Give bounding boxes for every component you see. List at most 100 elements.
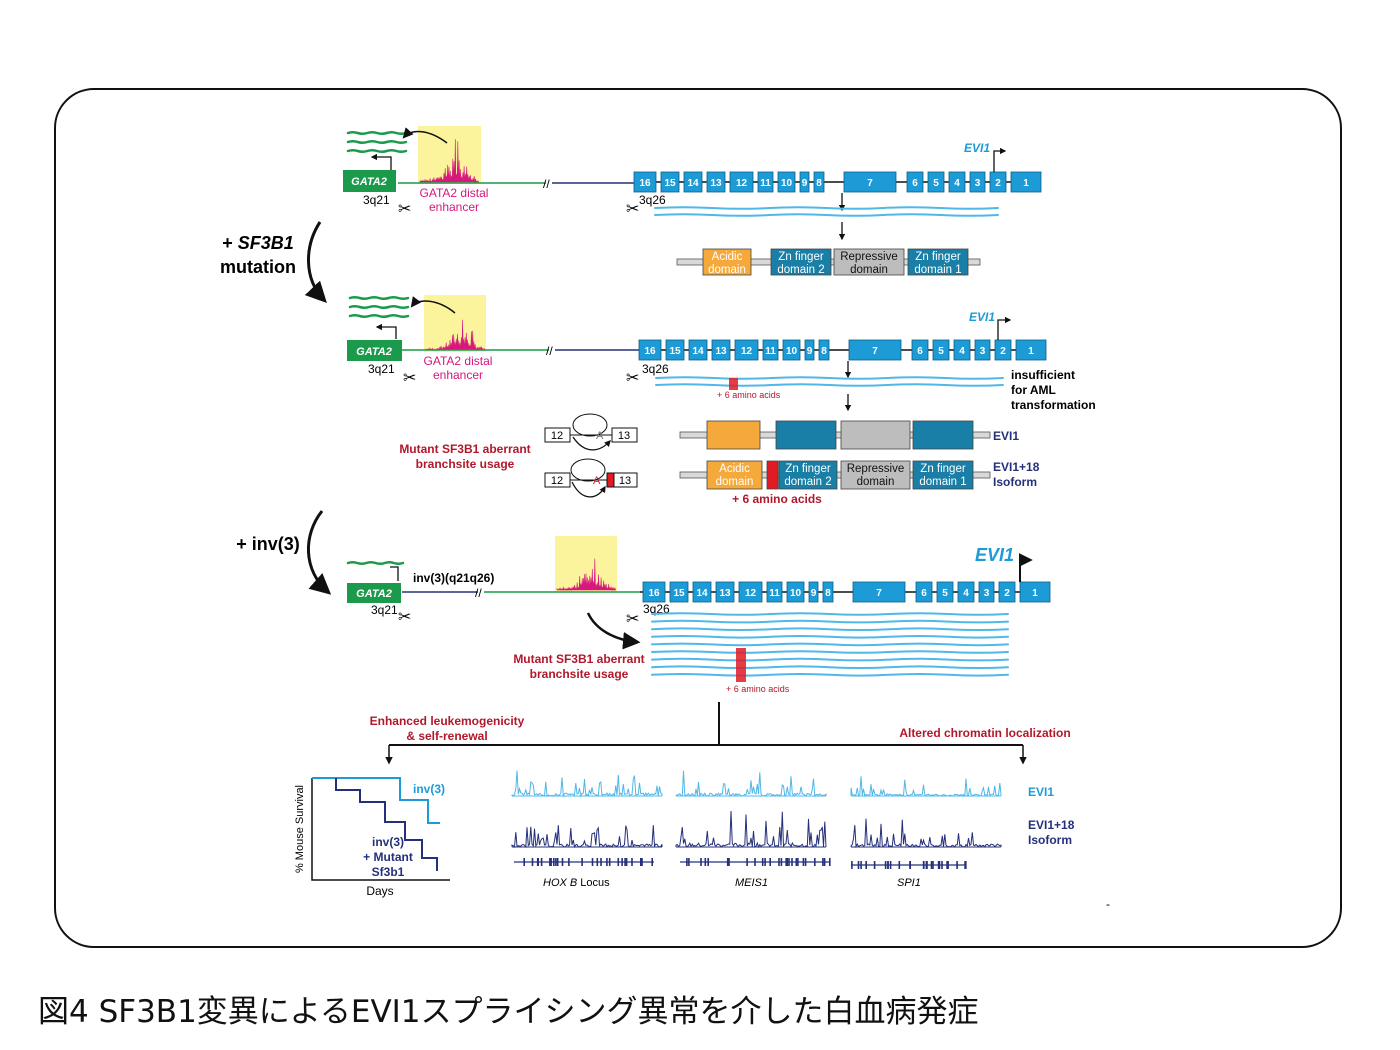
transcript-line: [654, 213, 999, 217]
inserted-exon-part: [606, 472, 615, 488]
exon-box: [715, 581, 735, 603]
gene-exon: [754, 858, 756, 866]
gene-exon: [823, 858, 826, 866]
gene-exon: [606, 858, 608, 866]
gene-exon: [785, 858, 787, 866]
exon-box: [611, 427, 638, 443]
step-label: mutation: [220, 257, 296, 277]
enhancer-loop-arrow: [410, 296, 456, 314]
signal-trace: [511, 825, 663, 849]
branch-letter: A: [593, 475, 601, 487]
gene-exon: [540, 858, 543, 866]
gene-exon: [932, 861, 934, 869]
scissors-icon: ✂: [398, 609, 411, 626]
gene-exon: [553, 858, 555, 866]
enhancer-label: enhancer: [429, 200, 479, 214]
scissors-icon: ✂: [626, 611, 639, 628]
chromatin-tracks: EVI1 EVI1+18 Isoform HOX B Locus MEIS1 S…: [511, 770, 1075, 889]
evi1-track-hoxb: [511, 770, 663, 798]
insufficient-label: transformation: [1011, 398, 1096, 412]
exon-box: [757, 171, 774, 193]
branch-letter: A: [596, 430, 604, 442]
gene-exon: [965, 861, 967, 869]
domain-label: domain: [857, 476, 895, 488]
figure-caption: 図4 SF3B1変異によるEVI1スプライシング異常を介した白血病発症: [38, 994, 979, 1030]
evi1-gene-label: EVI1: [975, 545, 1014, 565]
gene-exon: [641, 858, 643, 866]
exon-label: 4: [963, 588, 969, 599]
gene-exon: [581, 858, 583, 866]
gene-exon: [764, 858, 766, 866]
step-arrow: [307, 510, 332, 595]
exon-box: [989, 171, 1007, 193]
gene-exon: [591, 858, 594, 866]
exon-box: [957, 581, 975, 603]
gene-exon: [688, 858, 690, 866]
exon-box: [994, 339, 1012, 361]
gene-exon: [860, 861, 862, 869]
peak-signal: [419, 139, 480, 183]
exon-label: 12: [551, 475, 563, 487]
gene-exon: [822, 858, 824, 866]
exon-label: 2: [1004, 588, 1010, 599]
transcript-line: [348, 295, 410, 301]
gene-exon: [746, 858, 748, 866]
gene-exon: [786, 858, 789, 866]
survival-xlabel: Days: [366, 884, 393, 898]
aberrant-label: branchsite usage: [416, 457, 515, 471]
gene-exon: [947, 861, 949, 869]
scissors-icon: ✂: [626, 370, 639, 387]
gata2-gene-label: GATA2: [351, 176, 387, 188]
transcript-line: [651, 673, 1009, 677]
evi1-18-track-hoxb: [511, 825, 663, 849]
step-inv3: + inv(3): [236, 510, 332, 595]
gene-exon: [898, 861, 901, 869]
gene-models-meis1: [680, 858, 831, 866]
lariat: [572, 413, 608, 437]
evi1-protein: [679, 420, 991, 450]
exon-label: 12: [745, 588, 757, 599]
transcript-line: [655, 383, 1004, 387]
exon-label: 10: [790, 588, 802, 599]
transcript-line: [651, 635, 1009, 639]
exon-label: 6: [912, 178, 918, 189]
gene-exon: [707, 858, 709, 866]
exon-label: 2: [1000, 346, 1006, 357]
gene-exon: [704, 858, 707, 866]
exon-label: 16: [639, 178, 651, 189]
exon-label: 5: [938, 346, 944, 357]
gene-exon: [938, 861, 941, 869]
outcome-left-label: & self-renewal: [406, 729, 487, 743]
gene-exon: [523, 858, 525, 866]
gene-exon: [761, 858, 764, 866]
gata2-transcripts: [346, 560, 405, 566]
enhancer-peaks: [556, 558, 617, 592]
gene-exon: [537, 858, 539, 866]
gene-exon: [728, 858, 730, 866]
domain-label: Acidic: [719, 463, 750, 475]
survival-axes: [311, 778, 450, 881]
aberrant-label: branchsite usage: [530, 667, 629, 681]
gene-exon: [600, 858, 602, 866]
gene-exon: [624, 858, 626, 866]
evi1-transcripts: [651, 612, 1009, 677]
gene-exon: [700, 858, 702, 866]
exon-box: [911, 339, 929, 361]
exon-label: 15: [673, 588, 685, 599]
gene-exon: [631, 858, 633, 866]
gene-exon: [651, 858, 653, 866]
gene-exon: [909, 861, 911, 869]
exon-box: [734, 339, 759, 361]
gene-exon: [568, 858, 570, 866]
exon-box: [799, 171, 810, 193]
exon-label: 10: [786, 346, 798, 357]
protein-domain: [775, 420, 837, 450]
evi1-tss-arrow: [1018, 553, 1033, 582]
signal-trace: [850, 818, 1002, 849]
exon-label: 15: [664, 178, 676, 189]
domain-label: Zn finger: [778, 251, 824, 263]
transcript-line: [346, 139, 408, 145]
aberrant-splicing: 12 A 13: [544, 458, 638, 498]
enhancer-label: GATA2 distal: [424, 354, 493, 368]
gene-exon: [556, 858, 559, 866]
